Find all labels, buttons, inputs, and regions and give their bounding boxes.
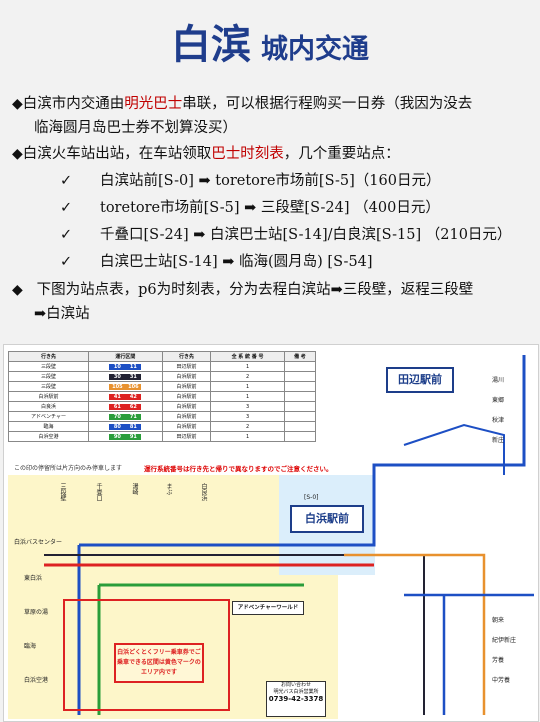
table-header-row: 行き先 運行区間 行き先 全 系 統 番 号 備 考	[8, 351, 317, 362]
shirahama-station-label: 白浜駅前	[290, 505, 364, 533]
paragraph-bus: ◆白滨市内交通由明光巴士串联，可以根据行程购买一日券（我因为没去 临海圆月岛巴士…	[12, 92, 532, 140]
route-line-blue-right	[404, 593, 534, 715]
route-number-badge: 106	[125, 383, 142, 390]
stop-route-text: toretore市场前[S-5] ➡ 三段壁[S-24] （400日元）	[100, 200, 440, 216]
route-number-badge: 105	[109, 383, 126, 390]
p3-before: 下图为站点表，p6为时刻表，分为去程白滨站	[36, 282, 331, 298]
shirahama-code: [S-0]	[304, 494, 319, 501]
timetable-highlight: 巴士时刻表	[211, 146, 284, 162]
stop-label: 紀伊新庄	[492, 637, 517, 644]
stop-route-text: 白滨站前[S-0] ➡ toretore市场前[S-5]（160日元）	[100, 173, 441, 189]
stop-label: 草原の湯	[24, 609, 49, 616]
stop-label: 白浜空港	[24, 677, 49, 684]
route-lines	[44, 355, 534, 715]
check-icon: ✓	[60, 200, 73, 216]
p1-line2: 临海圆月岛巴士券不划算没买）	[34, 120, 237, 136]
route-line-navy	[44, 554, 425, 715]
stop-label: 秋津	[492, 417, 505, 424]
list-item: ✓ toretore市场前[S-5] ➡ 三段壁[S-24] （400日元）	[12, 195, 532, 222]
route-number-notice: 運行系統番号は行き先と帰りで異なりますのでご注意ください。	[144, 465, 333, 473]
stop-route-text: 白滨巴士站[S-14] ➡ 临海(圆月岛) [S-54]	[100, 254, 373, 270]
bus-company-highlight: 明光巴士	[124, 96, 183, 112]
stop-route-text: 千叠口[S-24] ➡ 白滨巴士站[S-14]/白良滨[S-15] （210日元…	[100, 227, 512, 243]
diamond-bullet-icon: ◆	[12, 282, 23, 298]
list-item: ✓ 白滨站前[S-0] ➡ toretore市场前[S-5]（160日元）	[12, 168, 532, 195]
route-number-badge: 70	[109, 413, 126, 420]
p1-after: 串联，可以根据行程购买一日券（我因为没去	[182, 96, 473, 112]
route-line-tanabe	[403, 423, 505, 475]
p2-before: 白滨火车站出站，在车站领取	[22, 146, 212, 162]
stop-label: 芳養	[492, 657, 505, 664]
route-line-blue	[77, 355, 526, 715]
check-icon: ✓	[60, 227, 73, 243]
route-to: 田辺駅前	[161, 431, 212, 442]
route-number-badge: 11	[125, 363, 142, 370]
p2-after: ，几个重要站点：	[283, 146, 400, 162]
free-ticket-notice: 白浜どくとくフリー乗車券でご乗車できる区間は黄色マークのエリア内です	[114, 643, 204, 683]
p3-mid: 三段壁，返程三段壁	[342, 282, 474, 298]
route-number-badge: 91	[125, 433, 142, 440]
stop-label: 臨海	[24, 643, 37, 650]
route-number-badge: 62	[125, 403, 142, 410]
page-title: 白滨 城内交通	[0, 12, 540, 70]
route-remark	[283, 431, 317, 442]
stop-label: 東白浜	[24, 575, 43, 582]
route-number-badge: 10	[109, 363, 126, 370]
list-item: ✓ 白滨巴士站[S-14] ➡ 临海(圆月岛) [S-54]	[12, 249, 532, 276]
stop-label: 千畳口	[95, 483, 102, 501]
route-number-badge: 61	[109, 403, 126, 410]
stop-list: ✓ 白滨站前[S-0] ➡ toretore市场前[S-5]（160日元） ✓ to…	[12, 168, 532, 276]
diamond-bullet-icon: ◆	[12, 146, 23, 162]
paragraph-map-note: ◆ 下图为站点表，p6为时刻表，分为去程白滨站➡三段壁，返程三段壁 ➡白滨站	[12, 278, 532, 326]
route-from: 白浜空港	[8, 431, 89, 442]
stop-label: 三段壁	[59, 483, 66, 501]
stop-label: 白浜バスセンター	[14, 539, 63, 546]
stop-label: 白良浜	[200, 483, 207, 501]
route-number-badge: 80	[109, 423, 126, 430]
adventure-world-label: アドベンチャーワールド	[232, 601, 304, 615]
check-icon: ✓	[60, 173, 73, 189]
diamond-bullet-icon: ◆	[12, 96, 23, 112]
route-number-badge: 90	[109, 433, 126, 440]
stop-label: 東郷	[492, 397, 505, 404]
p3-line2: ➡白滨站	[12, 302, 532, 326]
route-line-green	[97, 583, 304, 715]
stop-label: 湯崎	[131, 483, 138, 495]
route-loop-red	[63, 599, 230, 711]
intro-text: ◆白滨市内交通由明光巴士串联，可以根据行程购买一日券（我因为没去 临海圆月岛巴士…	[12, 92, 532, 328]
arrow-icon: ➡	[34, 306, 47, 322]
paragraph-station: ◆白滨火车站出站，在车站领取巴士时刻表，几个重要站点：	[12, 142, 532, 166]
tanabe-station-label: 田辺駅前	[386, 367, 454, 393]
route-number-badge: 42	[125, 393, 142, 400]
route-number-badge: 31	[125, 373, 142, 380]
title-main: 白滨	[171, 21, 251, 68]
p1-before: 白滨市内交通由	[22, 96, 125, 112]
stop-label: 新庄	[492, 437, 505, 444]
stop-label: まぶ	[165, 483, 172, 495]
stop-label: 中芳養	[492, 677, 511, 684]
check-icon: ✓	[60, 254, 73, 270]
title-sub: 城内交通	[261, 34, 369, 65]
list-item: ✓ 千叠口[S-24] ➡ 白滨巴士站[S-14]/白良滨[S-15] （210日…	[12, 222, 532, 249]
route-line-orange	[344, 553, 486, 715]
p3-line2-text: 白滨站	[46, 306, 90, 322]
contact-title: お問い合わせ	[280, 682, 311, 688]
route-number-badge: 71	[125, 413, 142, 420]
stop-label: 朝来	[492, 617, 505, 624]
route-number-badge: 41	[109, 393, 126, 400]
contact-company: 明光バス白浜営業所	[273, 689, 319, 695]
route-number-badge: 81	[125, 423, 142, 430]
one-way-notice: この印の停留所は片方向のみ停車します	[14, 465, 123, 472]
route-number-badge: 30	[109, 373, 126, 380]
stop-label: 湯川	[492, 377, 505, 384]
contact-tel: 0739-42-3378	[268, 695, 324, 703]
contact-box: お問い合わせ 明光バス白浜営業所 0739-42-3378	[266, 681, 326, 717]
arrow-icon: ➡	[330, 282, 343, 298]
